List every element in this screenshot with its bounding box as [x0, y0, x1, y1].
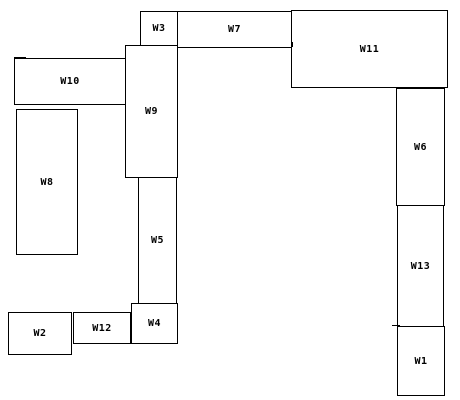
w7-w11-joint-tick	[292, 42, 293, 47]
box-w9-label: W9	[144, 106, 159, 117]
box-w13: W13	[397, 205, 444, 327]
box-w4: W4	[131, 303, 178, 344]
box-w1: W1	[397, 326, 445, 396]
box-w12: W12	[73, 312, 131, 344]
box-w2-label: W2	[33, 328, 47, 339]
w13-left-tick	[392, 325, 400, 326]
box-w10-label: W10	[60, 76, 80, 87]
box-w12-label: W12	[92, 322, 112, 334]
box-w1-label: W1	[414, 355, 428, 367]
box-w9: W9	[125, 45, 178, 178]
box-w13-label: W13	[410, 260, 431, 272]
box-w11-label: W11	[359, 43, 380, 55]
box-w4-label: W4	[147, 318, 162, 329]
box-w6-label: W6	[413, 141, 428, 153]
box-w5: W5	[138, 177, 177, 304]
box-w10: W10	[14, 58, 126, 105]
box-w7-label: W7	[227, 24, 242, 35]
box-w5-label: W5	[150, 235, 165, 246]
w10-corner-tick	[14, 57, 26, 59]
box-w2: W2	[8, 312, 72, 355]
box-w8-label: W8	[40, 176, 54, 188]
box-w3-label: W3	[152, 23, 166, 34]
box-w11: W11	[291, 10, 448, 88]
box-w8: W8	[16, 109, 78, 255]
box-w6: W6	[396, 88, 445, 206]
box-w7: W7	[177, 11, 292, 48]
box-w3: W3	[140, 11, 178, 46]
